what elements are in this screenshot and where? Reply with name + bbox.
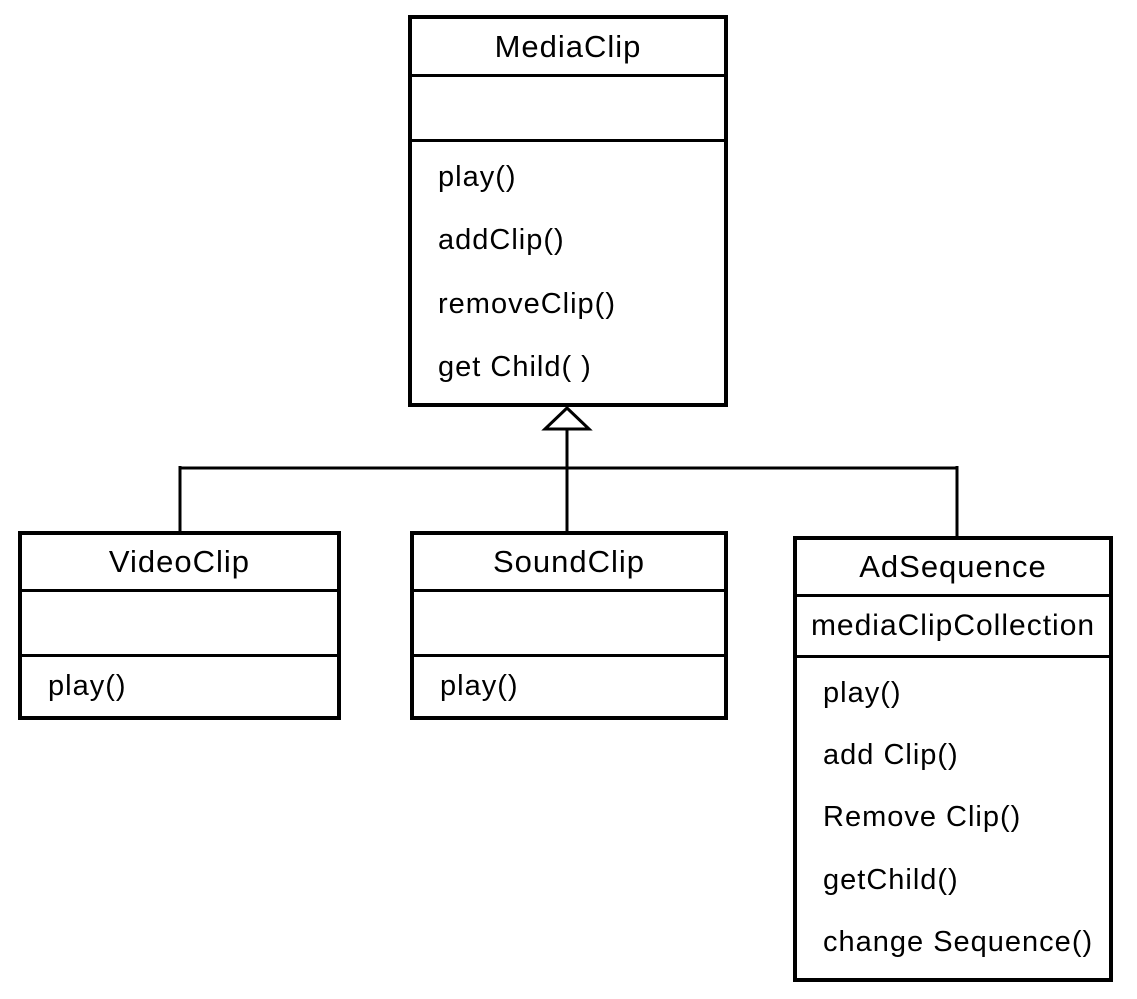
method-item: play() [440, 670, 519, 702]
method-item: play() [48, 670, 127, 702]
class-title-videoclip: VideoClip [22, 535, 337, 592]
attributes-compartment-videoclip [22, 592, 337, 657]
class-box-soundclip: SoundClip play() [410, 531, 728, 720]
inheritance-triangle-icon [541, 405, 593, 431]
attributes-compartment-mediaclip [412, 77, 724, 142]
methods-compartment-adsequence: play() add Clip() Remove Clip() getChild… [797, 658, 1109, 978]
methods-compartment-videoclip: play() [22, 657, 337, 716]
class-title-soundclip: SoundClip [414, 535, 724, 592]
class-title-adsequence: AdSequence [797, 540, 1109, 597]
methods-compartment-soundclip: play() [414, 657, 724, 716]
method-item: addClip() [438, 224, 565, 257]
attributes-compartment-adsequence: mediaClipCollection [797, 597, 1109, 658]
class-box-mediaclip: MediaClip play() addClip() removeClip() … [408, 15, 728, 407]
class-box-adsequence: AdSequence mediaClipCollection play() ad… [793, 536, 1113, 982]
method-item: change Sequence() [823, 926, 1094, 959]
attribute-item: mediaClipCollection [810, 609, 1096, 642]
methods-compartment-mediaclip: play() addClip() removeClip() get Child(… [412, 142, 724, 403]
class-title-mediaclip: MediaClip [412, 19, 724, 77]
attributes-compartment-soundclip [414, 592, 724, 657]
method-item: get Child( ) [438, 350, 592, 383]
class-box-videoclip: VideoClip play() [18, 531, 341, 720]
method-item: Remove Clip() [823, 801, 1022, 834]
method-item: play() [823, 676, 902, 709]
method-item: add Clip() [823, 739, 959, 772]
method-item: getChild() [823, 863, 959, 896]
method-item: removeClip() [438, 287, 616, 320]
method-item: play() [438, 161, 517, 194]
